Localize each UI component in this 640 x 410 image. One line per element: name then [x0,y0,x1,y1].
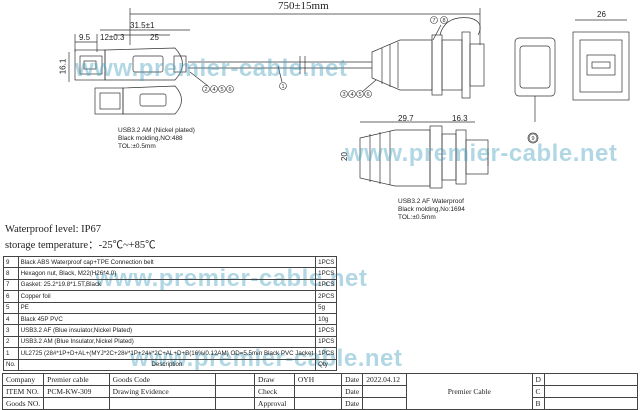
balloon [279,82,287,90]
socket-width-dimension: 26 [597,10,606,19]
svg-text:7: 7 [432,18,435,24]
plug-dimension-9-5: 9.5 [79,33,91,42]
plug-dimension-31-5: 31.5±1 [130,21,155,30]
svg-text:3: 3 [342,92,345,98]
title-block: Company Premier cable Goods Code Draw OY… [1,373,639,410]
socket-dimension-16-3: 16.3 [452,114,468,123]
svg-text:2: 2 [204,87,207,93]
plug-dimension-25: 25 [150,33,159,42]
svg-text:5: 5 [358,92,361,98]
overall-length-dimension: 750±15mm [278,0,329,12]
storage-temperature: storage temperature：-25℃~+85℃ [5,240,156,251]
svg-text:6: 6 [228,87,231,93]
plug-height-dimension: 16.1 [58,58,68,75]
watermark: www.premier-cable.net [75,55,348,82]
brand-name: Premier Cable [406,373,533,410]
svg-text:6: 6 [366,92,369,98]
svg-text:9: 9 [531,136,534,142]
socket-dimension-29-7: 29.7 [398,114,414,123]
waterproof-level: Waterproof level: IP67 [5,224,101,235]
svg-text:4: 4 [350,92,353,98]
svg-text:4: 4 [212,87,215,93]
svg-text:1: 1 [281,84,284,90]
socket-note: USB3.2 AF Waterproof Black molding,No:16… [398,198,465,221]
svg-text:8: 8 [442,18,445,24]
watermark: www.premier-cable.net [345,140,618,167]
svg-text:5: 5 [220,87,223,93]
plug-dimension-12: 12±0.3 [100,33,125,42]
plug-note: USB3.2 AM (Nickel plated) Black molding,… [118,127,195,150]
